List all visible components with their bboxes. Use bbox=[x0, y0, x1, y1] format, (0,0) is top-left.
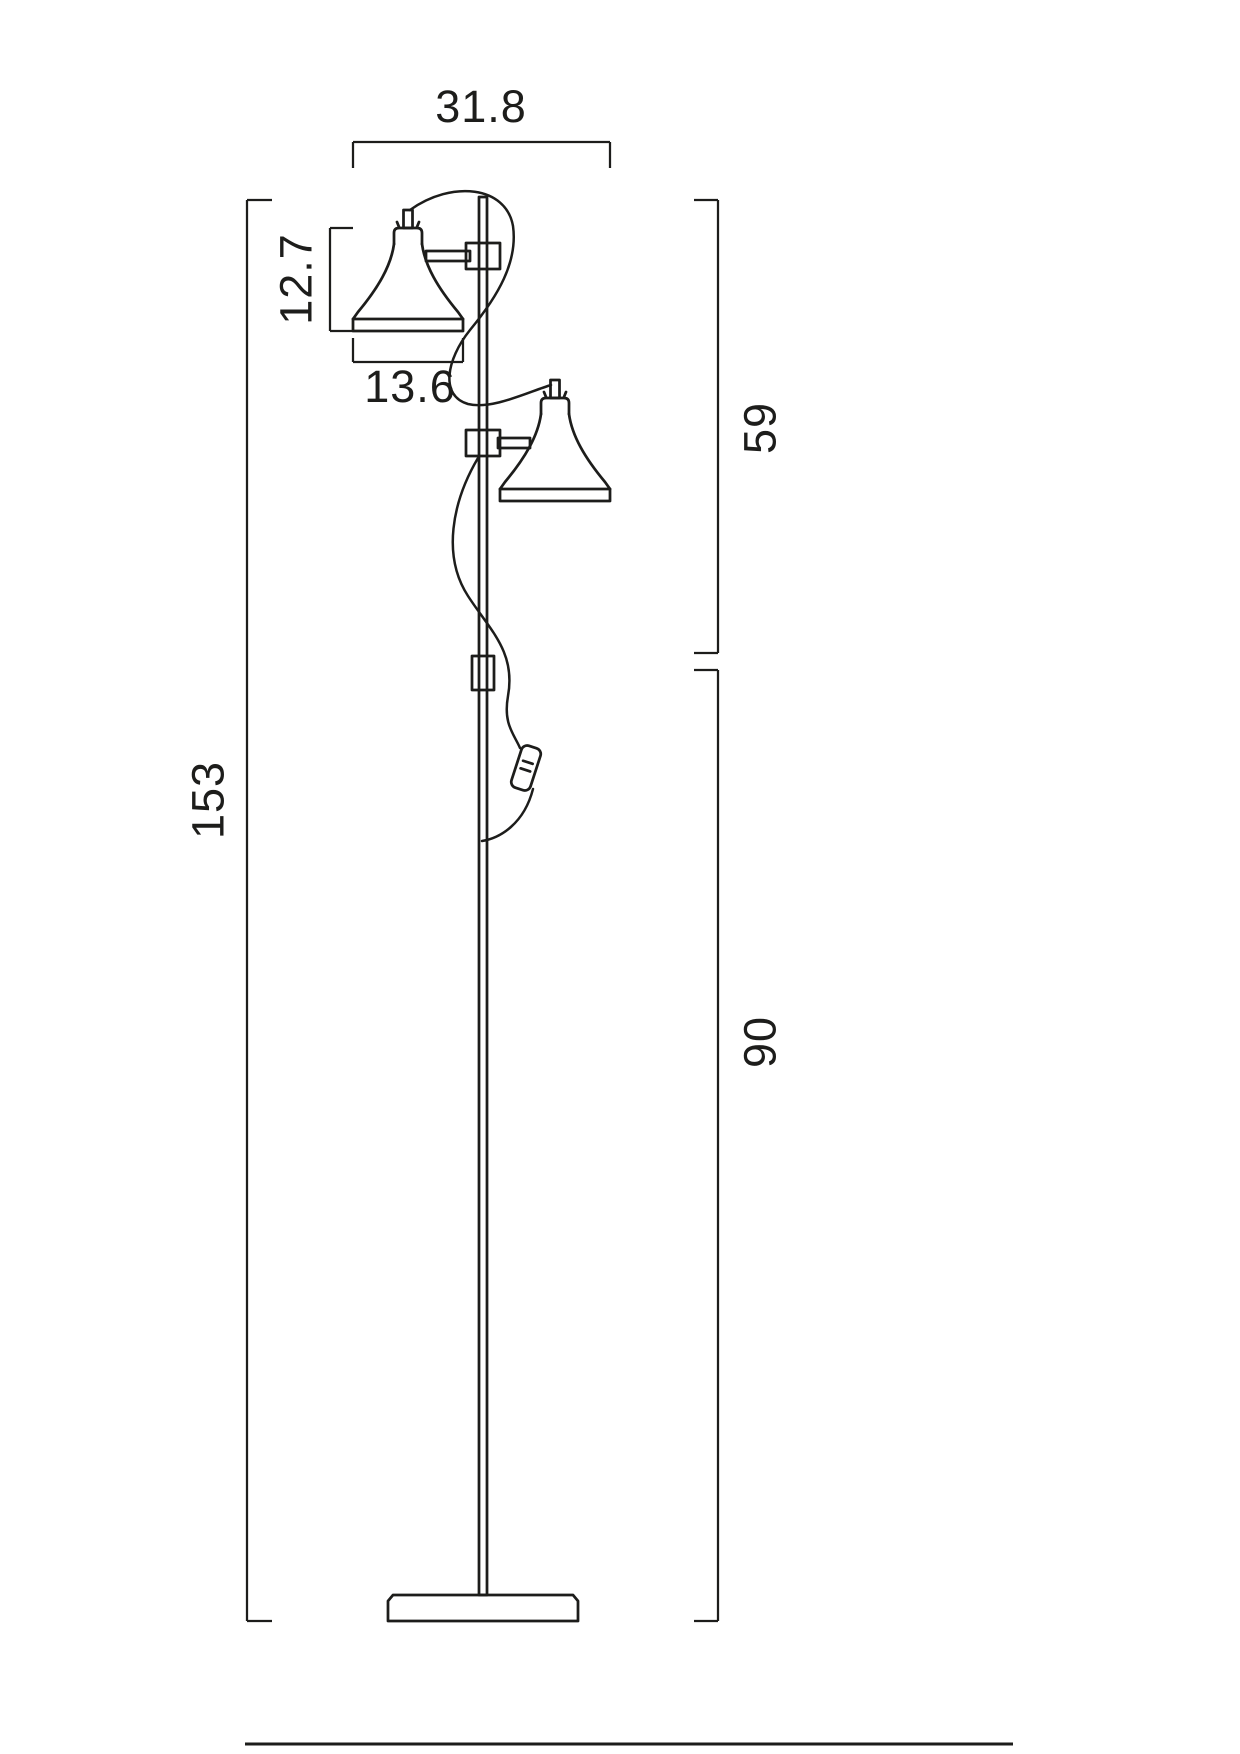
upper-shade-bell bbox=[351, 242, 465, 321]
inline-switch-body bbox=[509, 744, 543, 792]
upper-shade bbox=[351, 208, 465, 333]
lamp-pole bbox=[477, 195, 489, 1597]
dimension-line-total-height bbox=[245, 198, 272, 1623]
dimension-label-shade-width: 13.6 bbox=[364, 361, 456, 412]
dimension-annotations: 31.8 12.7 13.6 153 59 90 bbox=[183, 81, 786, 1623]
lower-shade-rim bbox=[498, 487, 612, 503]
lamp-base bbox=[386, 1593, 580, 1623]
dimension-label-shade-height: 12.7 bbox=[271, 233, 322, 325]
lower-shade-vents bbox=[542, 390, 568, 399]
dimension-label-overall-width: 31.8 bbox=[435, 81, 527, 132]
lower-shade-bracket bbox=[464, 428, 502, 458]
dimension-line-overall-width bbox=[351, 140, 612, 168]
lower-shade-bell bbox=[498, 412, 612, 491]
power-cable-tail bbox=[480, 787, 535, 843]
dimension-line-lower-section bbox=[694, 668, 720, 1623]
lower-shade-arm bbox=[496, 436, 532, 450]
dimension-label-lower-section: 90 bbox=[735, 1016, 786, 1068]
lower-shade-neck bbox=[539, 396, 571, 416]
dimension-label-total-height: 153 bbox=[183, 761, 234, 839]
power-cable-upper bbox=[408, 189, 553, 407]
upper-shade-rim bbox=[351, 317, 465, 333]
dimension-label-upper-section: 59 bbox=[735, 402, 786, 454]
inline-switch-slider bbox=[519, 759, 534, 773]
inline-switch bbox=[509, 744, 543, 792]
upper-shade-arm bbox=[424, 249, 472, 263]
dimension-line-shade-width bbox=[351, 338, 465, 364]
lower-shade-stem bbox=[549, 378, 561, 400]
pole-collar bbox=[470, 654, 496, 692]
upper-shade-stem bbox=[402, 208, 414, 230]
dimension-line-upper-section bbox=[694, 198, 720, 655]
upper-shade-bracket bbox=[464, 241, 502, 271]
dimension-line-shade-height bbox=[328, 226, 353, 333]
lower-shade bbox=[498, 378, 612, 503]
power-cable-middle bbox=[451, 456, 522, 750]
upper-shade-neck bbox=[392, 226, 424, 246]
floor-lamp-drawing bbox=[351, 189, 612, 1623]
upper-shade-vents bbox=[395, 220, 421, 229]
